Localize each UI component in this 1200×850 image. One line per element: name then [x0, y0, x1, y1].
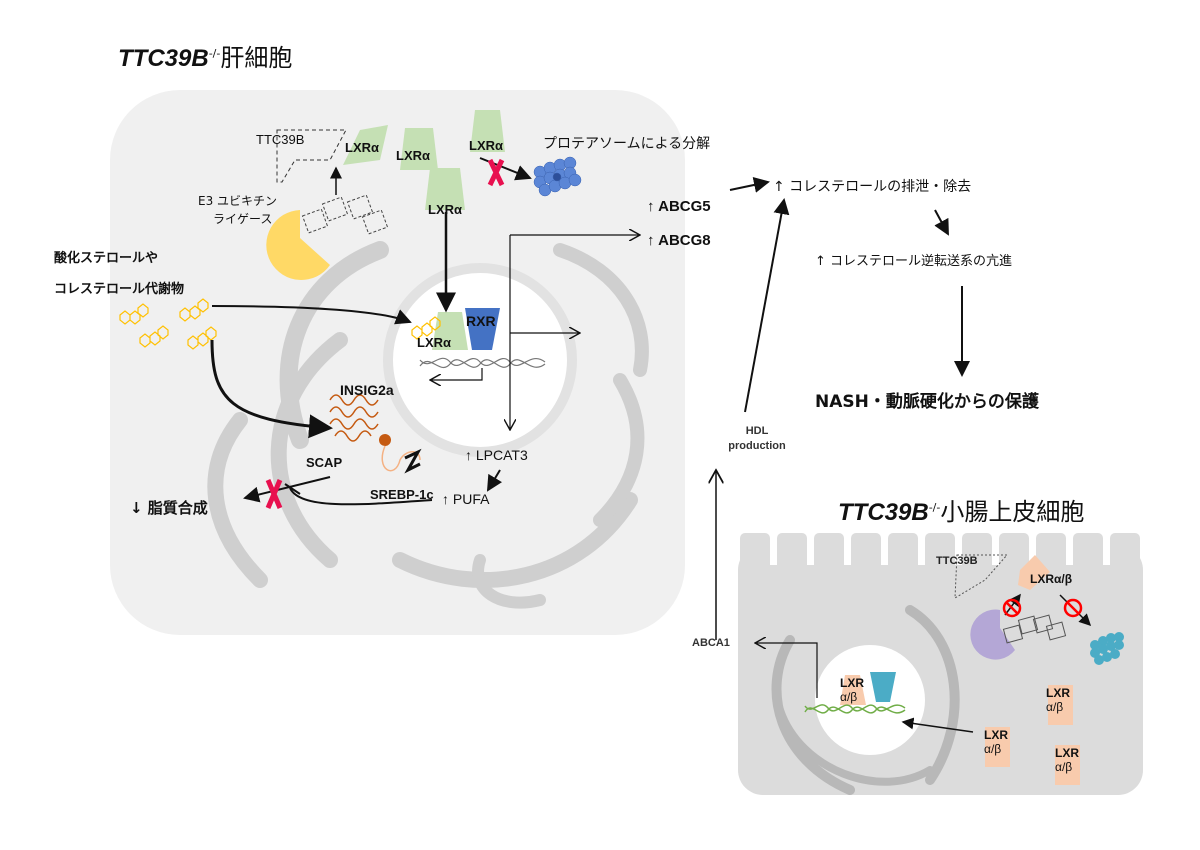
insig2a-label: INSIG2a [340, 382, 394, 398]
cholesterol-excretion-label: ↑ コレステロールの排泄・除去 [773, 179, 972, 195]
lxr-alpha-shapes [343, 110, 505, 350]
lxr-ab-free-label: LXR α/β [1055, 746, 1079, 774]
ttc39b-label-2: TTC39B [936, 555, 978, 567]
ub-chain-2 [1002, 614, 1067, 644]
sterol-to-lxr-arrow [211, 305, 412, 325]
lxr-ab-free-label: LXR α/β [1046, 686, 1070, 714]
lipid-synthesis-label: ↓ 脂質合成 [130, 499, 208, 517]
lxr-ab-label: LXRα/β [1030, 572, 1073, 586]
lxr-label: LXRα [428, 202, 462, 217]
ttc39b-dashed-shape [276, 129, 347, 183]
lxr-ab-top: LXR [840, 676, 864, 690]
reverse-transport-label: ↑ コレステロール逆転送系の亢進 [815, 254, 1013, 269]
rxr-shape [465, 308, 500, 350]
microvilli-gaps [770, 533, 1110, 565]
block-x-icon-2 [265, 479, 283, 509]
pufa-inhibition-line [289, 487, 433, 506]
hdl-to-excretion-arrow [744, 198, 790, 413]
srebp-n-terminal [404, 448, 422, 474]
protection-label: NASH・動脈硬化からの保護 [815, 392, 1039, 412]
rxr-label: RXR [466, 313, 496, 329]
lxr-label: LXRα [396, 148, 430, 163]
proteasome-degradation-label: プロテアソームによる分解 [543, 136, 711, 152]
lxr-ab-bottom: α/β [840, 690, 858, 704]
liver-er [207, 241, 649, 609]
intestine-cell-title: TTC39B-/-小腸上皮細胞 [838, 492, 1084, 527]
lpcat3-label: ↑ LPCAT3 [465, 447, 528, 463]
intestine-title-cell: 小腸上皮細胞 [940, 498, 1085, 526]
intestine-title-gene: TTC39B [838, 499, 929, 526]
block-x-icon [487, 158, 505, 187]
insig-arrow [430, 368, 483, 380]
lxr-to-nucleus-arrow [901, 717, 974, 733]
lxr-label: LXRα [345, 140, 379, 155]
scap-label: SCAP [306, 455, 343, 470]
lxr-ab-top: LXR [1046, 686, 1070, 700]
no-symbol-icon [1002, 598, 1083, 618]
abcg5-label: ↑ ABCG5 [647, 198, 711, 215]
lxr-ab-shape [1018, 555, 1050, 590]
lxr-ab-bottom: α/β [1055, 760, 1073, 774]
srebp-to-lipid-arrow [243, 476, 331, 503]
sterol-to-scap-arrow [210, 339, 333, 439]
oxysterol-label-2: コレステロール代謝物 [54, 282, 185, 297]
liver-title-gene: TTC39B [118, 45, 209, 72]
e3-ligase-label-1: E3 ユビキチン [198, 194, 278, 208]
ttc39b-label: TTC39B [256, 132, 305, 147]
abcg-to-excretion-arrow [729, 177, 770, 193]
hdl-label-1: HDL [745, 425, 769, 437]
dna-helix-2 [804, 704, 906, 714]
liver-nucleus [383, 263, 577, 457]
scap-coil [329, 394, 379, 442]
lxr-ab-top: LXR [984, 728, 1008, 742]
hdl-label-2: production [728, 440, 786, 452]
oxysterol-label-1: 酸化ステロールや [54, 251, 159, 266]
abcg8-label: ↑ ABCG8 [647, 232, 711, 249]
proteasome-icon-2 [1090, 632, 1124, 665]
srebp1c-label: SREBP-1c [370, 487, 434, 502]
lxr-ab-free-label: LXR α/β [984, 728, 1008, 756]
intestine-nucleus [815, 645, 925, 755]
liver-title-sup: -/- [208, 47, 221, 60]
e3-ligase-label-2: ライゲース [213, 212, 273, 226]
liver-cell-title: TTC39B-/-肝細胞 [118, 38, 292, 73]
ttc39b-dashed-shape-2 [954, 554, 1009, 599]
lxr-ab-peach-bg [985, 685, 1080, 785]
abca1-arrow [755, 643, 818, 698]
abca1-label: ABCA1 [692, 637, 730, 649]
pufa-label: ↑ PUFA [442, 491, 490, 507]
lxr-ab-top: LXR [1055, 746, 1079, 760]
lxr-ab-bottom: α/β [984, 742, 1002, 756]
lxr-ab-nuclear-label: LXR α/β [840, 676, 864, 704]
intestine-title-sup: -/- [928, 501, 941, 514]
lxr-ab-nuclear-shape [840, 675, 866, 705]
proteasome-icon [533, 156, 582, 197]
scap-head [379, 434, 391, 446]
dna-helix [419, 357, 546, 369]
sterol-molecules [119, 298, 441, 350]
lxr-ab-bottom: α/β [1046, 700, 1064, 714]
lxr-nuclear-label: LXRα [417, 335, 451, 350]
e3-ligase-shape [266, 210, 330, 280]
lxr-label: LXRα [469, 138, 503, 153]
intestine-er [771, 605, 960, 795]
ub-chain [301, 194, 389, 235]
lpcat3-to-pufa-arrow [486, 469, 503, 492]
excretion-to-rct-arrow [934, 209, 949, 236]
rxr-shape-2 [870, 672, 896, 702]
e3-ligase-shape-2 [970, 609, 1015, 660]
liver-title-cell: 肝細胞 [220, 44, 293, 72]
